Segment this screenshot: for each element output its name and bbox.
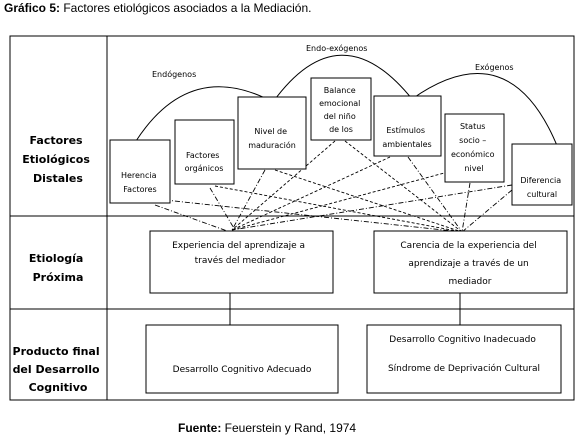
- factor-box-estimulos: Estímulos ambientales: [373, 95, 442, 157]
- svg-text:Experiencia del aprendizaje a: Experiencia del aprendizaje a través del…: [172, 241, 308, 266]
- svg-text:Diferencia cultural: Diferencia cultural: [520, 176, 563, 199]
- outcome-box-inadecuado: Desarrollo Cognitivo Inadecuado Síndrome…: [366, 324, 562, 394]
- line-status-experiencia: [231, 171, 449, 231]
- line-estimulos-experiencia: [231, 156, 391, 231]
- svg-text:Desarrollo Cognitivo Inadecuad: Desarrollo Cognitivo Inadecuado Síndrome…: [388, 335, 540, 374]
- factor-box-diferencia: Diferencia cultural: [511, 143, 573, 206]
- svg-text:Estímulos ambientales: Estímulos ambientales: [382, 126, 431, 149]
- figure-source: Fuente: Feuerstein y Rand, 1974: [178, 421, 356, 435]
- outcome-box-adecuado: Desarrollo Cognitivo Adecuado: [145, 324, 339, 394]
- line-estimulos-carencia: [407, 156, 463, 233]
- caption-label: Gráfico 5:: [4, 1, 61, 15]
- svg-text:Balance emocional: Balance emocional del niño de los: [319, 86, 363, 134]
- row-label-distales: Factores Etiológicos Distales: [22, 134, 94, 185]
- factor-box-organicos: Factores orgánicos: [174, 119, 235, 185]
- factor-box-status: Status socio – económico nivel: [444, 113, 505, 183]
- row-label-producto: Producto final del Desarrollo Cognitivo: [13, 345, 104, 394]
- figure-caption: Gráfico 5: Factores etiológicos asociado…: [4, 1, 311, 15]
- svg-text:Carencia de la experiencia del: Carencia de la experiencia del aprendiza…: [400, 241, 539, 287]
- source-text: Feuerstein y Rand, 1974: [221, 421, 357, 435]
- svg-text:Nivel de maduración: Nivel de maduración: [248, 127, 296, 150]
- connection-lines: [154, 140, 513, 233]
- line-organicos-carencia: [214, 185, 463, 233]
- proximal-box-experiencia: Experiencia del aprendizaje a través del…: [149, 230, 334, 294]
- row-label-proxima: Etiología Próxima: [29, 252, 87, 284]
- line-status-carencia: [461, 182, 471, 233]
- line-balance-experiencia: [231, 140, 336, 231]
- diagram-frame: [9, 35, 575, 401]
- proximal-box-carencia: Carencia de la experiencia del aprendiza…: [373, 230, 568, 294]
- arc-endogenos: [135, 86, 274, 142]
- source-label: Fuente:: [178, 421, 222, 435]
- line-diferencia-carencia: [461, 189, 513, 233]
- arc-label-exogenos: Exógenos: [475, 62, 514, 72]
- arc-label-endogenos: Endógenos: [152, 69, 196, 79]
- arc-exogenos: [411, 73, 559, 149]
- arc-label-endo-exogenos: Endo-exógenos: [306, 43, 367, 53]
- svg-text:Herencia Factores: Herencia Factores: [121, 171, 159, 194]
- factor-box-balance: Balance emocional del niño de los: [310, 77, 372, 141]
- line-organicos-experiencia: [209, 187, 236, 231]
- arc-endo-exogenos: [272, 54, 413, 103]
- svg-text:Factores orgánicos: Factores orgánicos: [185, 151, 224, 173]
- line-maduracion-experiencia: [231, 169, 266, 231]
- caption-text: Factores etiológicos asociados a la Medi…: [60, 1, 312, 15]
- line-diferencia-experiencia: [231, 184, 513, 231]
- svg-text:Desarrollo Cognitivo Adecuado: Desarrollo Cognitivo Adecuado: [173, 365, 312, 375]
- line-herencia-experiencia: [154, 204, 231, 233]
- svg-text:Status socio – eco: Status socio – económico nivel: [451, 122, 497, 173]
- line-maduracion-carencia: [274, 169, 463, 233]
- factor-box-herencia: Herencia Factores: [109, 139, 171, 204]
- factor-box-maduracion: Nivel de maduración: [237, 96, 307, 170]
